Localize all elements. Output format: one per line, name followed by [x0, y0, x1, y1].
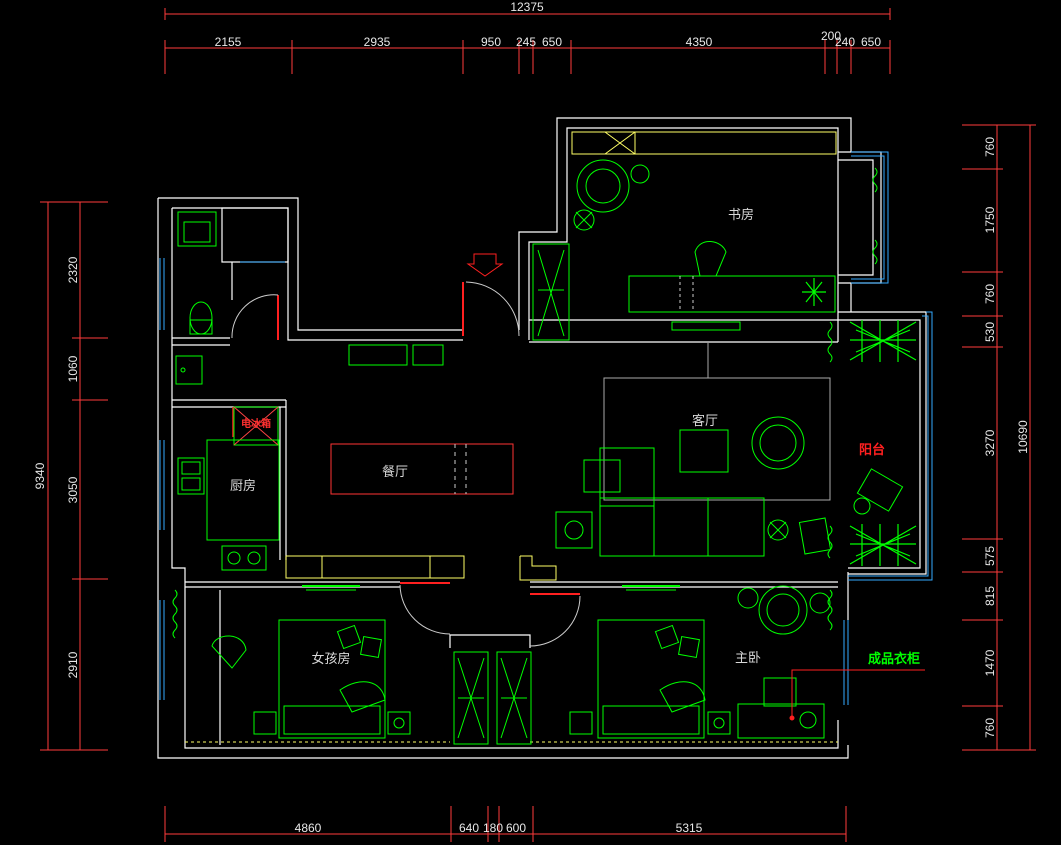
sofa [599, 497, 765, 557]
dim-bottom-1: 4860 [295, 821, 322, 835]
dim-right-7: 815 [983, 586, 997, 606]
plant-bed-top [849, 320, 917, 362]
end-table [555, 511, 593, 549]
coffee-table [679, 429, 729, 473]
wardrobe-left [453, 651, 489, 745]
room-labels: 书房 客厅 餐厅 厨房 女孩房 主卧 阳台 电冰箱 成品衣柜 [230, 207, 920, 667]
dim-top-3: 950 [481, 35, 501, 49]
dim-left-2: 1060 [66, 355, 80, 382]
dim-right-2: 1750 [983, 206, 997, 233]
label-master-bedroom: 主卧 [735, 651, 761, 666]
study-armchair [576, 159, 630, 213]
dim-left-3: 3050 [66, 476, 80, 503]
dim-right-3: 760 [983, 284, 997, 304]
girl-desk-chair [211, 635, 247, 669]
plants [802, 278, 917, 566]
master-nightstand-right [707, 711, 731, 735]
dim-top-total: 12375 [510, 0, 544, 14]
walls [157, 117, 927, 759]
dim-right-8: 1470 [983, 649, 997, 676]
nightstand-left [253, 711, 277, 735]
label-kitchen: 厨房 [230, 478, 256, 494]
washing-machine-icon [177, 211, 217, 247]
label-study: 书房 [728, 207, 754, 223]
annotation-leader [789, 669, 925, 721]
tv-icon [671, 321, 741, 331]
side-table [583, 459, 621, 493]
fridge-icon [233, 406, 279, 446]
floor-lamp-icon [767, 519, 789, 541]
nightstand-right [387, 711, 411, 735]
dim-bottom-2: 640 [459, 821, 479, 835]
dim-right-5: 3270 [983, 429, 997, 456]
study-desk [628, 275, 836, 313]
label-wardrobe: 成品衣柜 [868, 651, 920, 667]
master-armchair [758, 585, 808, 635]
dim-right-4: 530 [983, 322, 997, 342]
stove-icon [221, 545, 267, 571]
wardrobe-right [496, 651, 532, 745]
dim-left-total: 9340 [33, 462, 47, 489]
dim-right-total: 10690 [1016, 420, 1030, 454]
label-girl-room: 女孩房 [311, 651, 350, 667]
dim-left-4: 2910 [66, 651, 80, 678]
balcony-chair [856, 468, 904, 512]
dim-top-6: 4350 [686, 35, 713, 49]
dim-top-4: 245 [516, 35, 536, 49]
dim-right-1: 760 [983, 137, 997, 157]
office-chair [694, 241, 727, 277]
furniture [172, 159, 904, 745]
label-fridge: 电冰箱 [241, 417, 271, 430]
doors [231, 253, 581, 647]
bathroom-sink-icon [175, 355, 203, 385]
windows [159, 151, 933, 705]
plant-icon [802, 278, 826, 306]
label-balcony: 阳台 [859, 442, 885, 458]
dim-top-7: 200 [821, 29, 841, 43]
dim-top-5: 650 [542, 35, 562, 49]
dim-top-2: 2935 [364, 35, 391, 49]
dim-bottom-5: 5315 [676, 821, 703, 835]
dim-top-1: 2155 [215, 35, 242, 49]
dresser [737, 703, 825, 739]
dim-bottom-3: 180 [483, 821, 503, 835]
cabinets [185, 131, 838, 743]
dim-left-1: 2320 [66, 256, 80, 283]
toilet-icon [189, 301, 213, 335]
dim-right-6: 575 [983, 546, 997, 566]
dining-table [330, 443, 514, 495]
dimension-lines [40, 8, 1036, 842]
master-nightstand-left [569, 711, 593, 735]
dim-right-9: 760 [983, 718, 997, 738]
label-living: 客厅 [692, 413, 718, 429]
bookshelf [532, 243, 570, 341]
master-bed [597, 619, 705, 739]
kitchen-sink-icon [177, 457, 205, 495]
sideboard [348, 344, 408, 366]
plant-bed-bottom [849, 524, 917, 566]
girl-bed [278, 619, 386, 739]
label-dining: 餐厅 [382, 464, 408, 480]
dim-top-8: 240 [835, 35, 855, 49]
dim-bottom-4: 600 [506, 821, 526, 835]
top-chain-ticks [164, 40, 891, 74]
armchair [751, 416, 805, 470]
dimension-labels: 12375 2155 2935 950 245 650 4350 200 240… [33, 0, 1030, 835]
dim-top-9: 650 [861, 35, 881, 49]
